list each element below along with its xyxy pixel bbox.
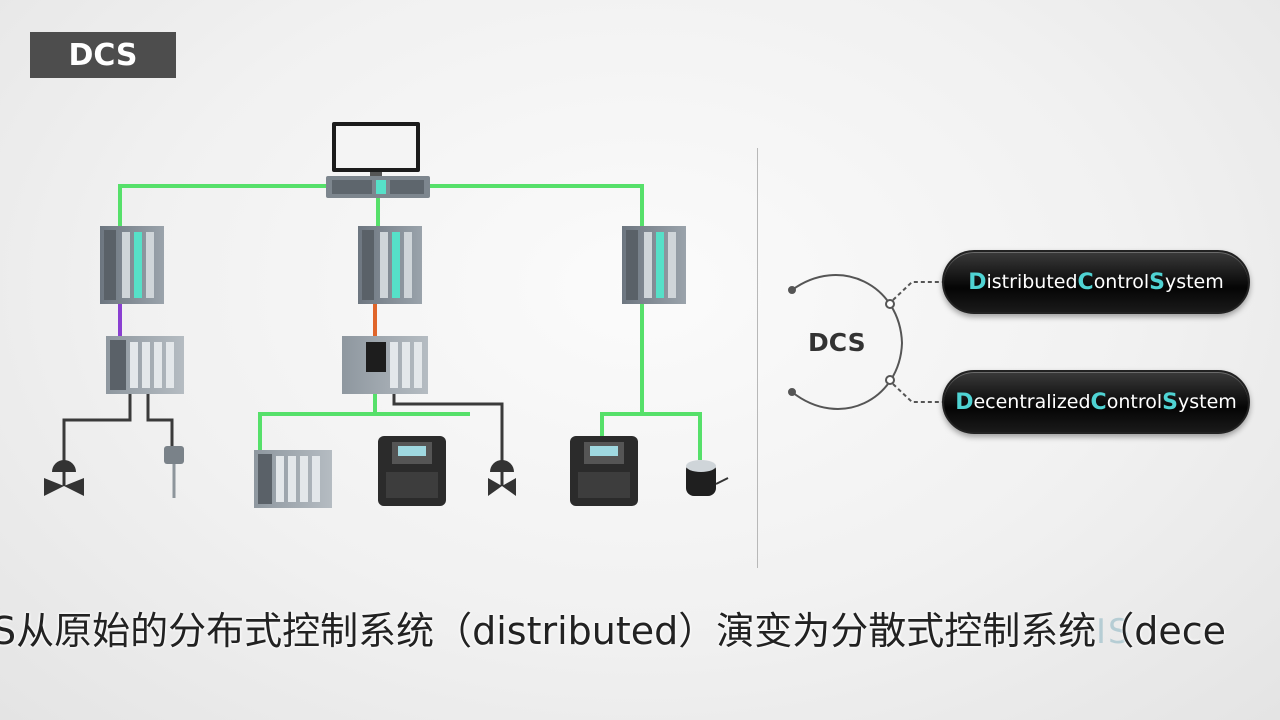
io-station-bottom[interactable]	[254, 450, 332, 508]
letter-c: C	[1090, 389, 1107, 415]
controller-right[interactable]	[622, 226, 686, 304]
title-badge: DCS	[30, 32, 176, 78]
network-switch[interactable]	[326, 176, 430, 198]
io-station-left[interactable]	[106, 336, 184, 394]
drive-center[interactable]	[378, 436, 446, 506]
word-decentralized: ecentralized	[973, 391, 1091, 413]
acronym-center-label: DCS	[808, 328, 866, 357]
watermark: IS	[1096, 612, 1132, 652]
subtitle-caption: S从原始的分布式控制系统（distributed）演变为分散式控制系统（dece	[0, 596, 1280, 656]
letter-c: C	[1077, 269, 1094, 295]
letter-s: S	[1162, 389, 1178, 415]
drive-right[interactable]	[570, 436, 638, 506]
encoder-icon	[686, 460, 729, 496]
letter-d: D	[955, 389, 974, 415]
word-system: ystem	[1164, 271, 1224, 293]
controller-left[interactable]	[100, 226, 164, 304]
hmi-monitor[interactable]	[332, 122, 420, 178]
word-system: ystem	[1177, 391, 1237, 413]
acronym-connector	[788, 274, 942, 410]
ethernet-bus	[118, 184, 702, 460]
controller-center[interactable]	[358, 226, 422, 304]
word-control: ontrol	[1093, 271, 1150, 293]
field-cables	[62, 392, 504, 462]
letter-s: S	[1149, 269, 1165, 295]
valve-icon-center	[488, 460, 516, 496]
letter-d: D	[968, 269, 987, 295]
word-distributed: istributed	[986, 271, 1078, 293]
temperature-sensor-icon	[164, 446, 184, 498]
word-control: ontrol	[1106, 391, 1163, 413]
subtitle-text: S从原始的分布式控制系统（distributed）演变为分散式控制系统（dece	[0, 609, 1227, 653]
section-divider	[757, 148, 758, 568]
io-station-center[interactable]	[342, 336, 428, 394]
valve-icon-left	[44, 460, 84, 496]
